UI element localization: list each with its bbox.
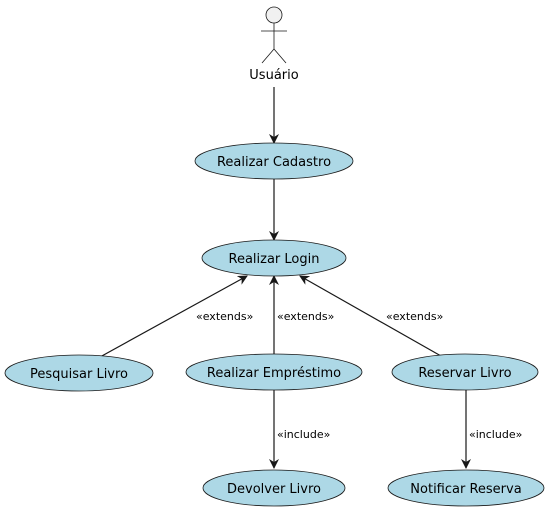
edge-reservar-to-login	[299, 275, 442, 357]
actor-head	[265, 6, 283, 24]
edge-pesquisar-to-login	[99, 275, 248, 358]
use-case-ellipse	[387, 469, 545, 507]
use-case-label: Pesquisar Livro	[30, 367, 128, 382]
edge-label-include-devolver: «include»	[277, 428, 330, 441]
use-case-ellipse	[194, 142, 354, 180]
use-case-ellipse	[185, 353, 363, 391]
edge-label-extends-reservar: «extends»	[386, 310, 443, 323]
use-case-notificar-reserva: Notificar Reserva	[387, 469, 545, 507]
use-case-reservar-livro: Reservar Livro	[391, 353, 539, 391]
actor-left-leg	[261, 48, 275, 64]
actor-usuario: Usuário	[249, 6, 299, 83]
edges: «extends» «extends» «extends» «include» …	[99, 87, 522, 469]
edge-label-include-notificar: «include»	[469, 428, 522, 441]
use-case-ellipse	[201, 239, 347, 277]
use-case-label: Reservar Livro	[418, 366, 511, 381]
edge-label-extends-pesquisar: «extends»	[196, 310, 253, 323]
use-case-devolver-livro: Devolver Livro	[202, 469, 346, 507]
actor-label: Usuário	[249, 68, 298, 83]
use-case-label: Notificar Reserva	[410, 482, 521, 497]
use-case-pesquisar-livro: Pesquisar Livro	[4, 354, 154, 392]
use-case-realizar-emprestimo: Realizar Empréstimo	[185, 353, 363, 391]
edge-label-extends-emprestimo: «extends»	[277, 310, 334, 323]
use-case-ellipse	[202, 469, 346, 507]
use-case-label: Realizar Empréstimo	[207, 366, 341, 381]
actor-right-leg	[273, 48, 287, 64]
use-case-realizar-login: Realizar Login	[201, 239, 347, 277]
use-case-label: Realizar Cadastro	[217, 155, 331, 170]
use-case-realizar-cadastro: Realizar Cadastro	[194, 142, 354, 180]
use-case-label: Realizar Login	[229, 252, 320, 267]
use-case-ellipse	[391, 353, 539, 391]
use-case-ellipse	[4, 354, 154, 392]
use-case-label: Devolver Livro	[227, 482, 321, 497]
